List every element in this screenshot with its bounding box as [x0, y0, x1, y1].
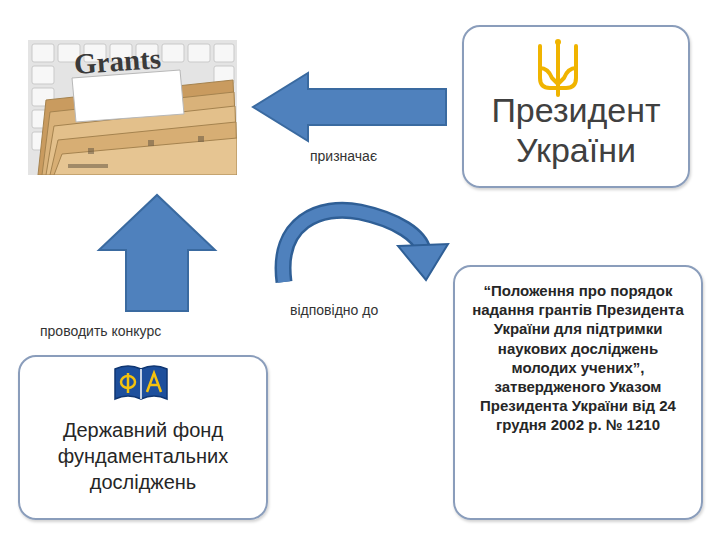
president-box: Президент України — [462, 25, 690, 188]
node-text: Grants — [73, 44, 162, 79]
trident-emblem — [536, 38, 580, 98]
block-arrow — [99, 195, 215, 311]
grants-photo-node: Grants — [28, 40, 237, 175]
node-text: Державний фонд фундаментальних досліджен… — [28, 417, 258, 495]
fund-box: Державний фонд фундаментальних досліджен… — [18, 355, 268, 520]
free-label: відповідно до — [288, 302, 380, 318]
node-text: Президент України — [472, 91, 680, 171]
block-arrow — [253, 73, 446, 141]
regulation-box: “Положення про порядок надання грантів П… — [453, 265, 703, 520]
edge-label: проводить конкурс — [38, 323, 163, 339]
fund-logo — [113, 363, 169, 403]
node-text: “Положення про порядок надання грантів П… — [465, 281, 691, 435]
edge-label: призначає — [308, 148, 379, 164]
